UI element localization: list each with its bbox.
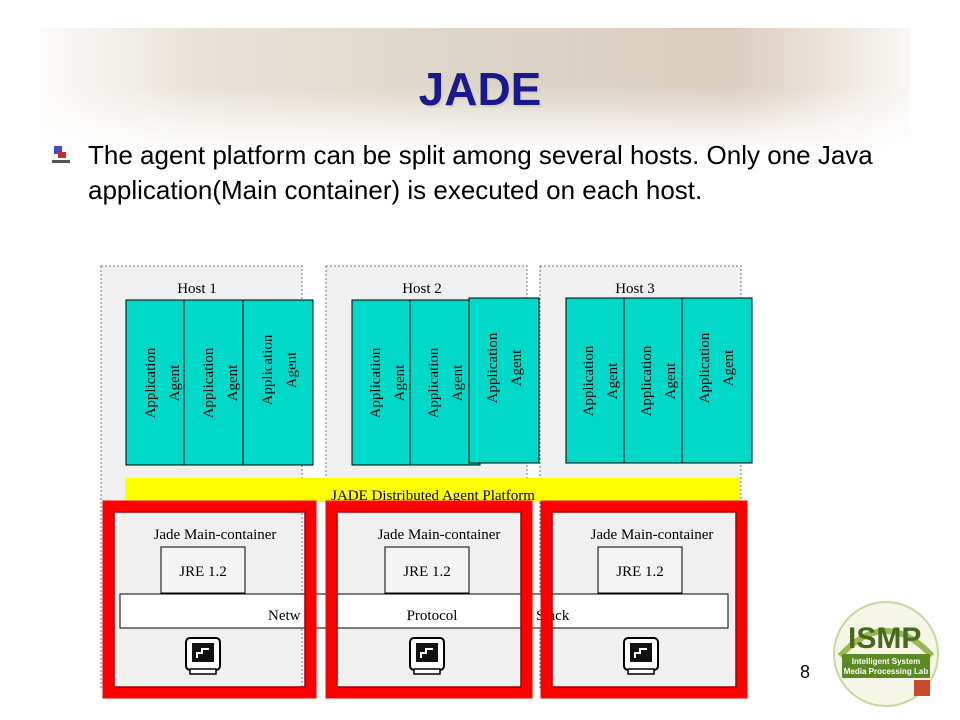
agent-label-line2: Agent: [450, 364, 466, 401]
computer-icon: [623, 637, 659, 675]
agent-label-line1: Application: [426, 347, 442, 418]
agent-box: Application Agent: [681, 297, 753, 464]
agent-label-line1: Application: [485, 332, 501, 403]
agent-label-line2: Agent: [225, 364, 241, 401]
computer-icon: [185, 637, 221, 675]
agent-box: Application Agent: [468, 297, 540, 464]
host-label: Host 3: [615, 281, 655, 297]
jre-label: JRE 1.2: [403, 564, 451, 580]
slide-title: JADE: [418, 63, 542, 115]
network-text-fragment: Netw: [268, 608, 301, 624]
network-protocol-stack-bar: Netw Protocol Stack: [119, 593, 729, 629]
main-container-highlight-1: Jade Main-container JRE 1.2: [102, 500, 317, 699]
main-container-label: Jade Main-container: [154, 527, 277, 543]
bullet-icon: [52, 146, 70, 163]
main-container-highlight-2: Jade Main-container JRE 1.2: [325, 500, 533, 699]
jre-label: JRE 1.2: [179, 564, 227, 580]
agent-label-line2: Agent: [392, 364, 408, 401]
ismp-lab-logo: ISMP Intelligent System Media Processing…: [833, 601, 939, 707]
bullet-text: The agent platform can be split among se…: [88, 140, 873, 205]
page-number: 8: [800, 662, 811, 682]
agent-label-line1: Application: [260, 334, 276, 405]
platform-bar: JADE Distributed Agent Platform: [125, 478, 740, 504]
logo-line-1: Intelligent System: [852, 657, 920, 666]
host-label: Host 2: [402, 281, 442, 297]
computer-icon: [409, 637, 445, 675]
agent-box: Application Agent: [242, 299, 314, 466]
main-container-highlight-3: Jade Main-container JRE 1.2: [540, 500, 748, 699]
agent-label-line1: Application: [639, 345, 655, 416]
agent-label-line2: Agent: [663, 362, 679, 399]
agent-label-line2: Agent: [284, 351, 300, 388]
platform-label: JADE Distributed Agent Platform: [331, 488, 535, 504]
agent-label-line2: Agent: [509, 349, 525, 386]
header-banner: [40, 28, 910, 146]
protocol-text: Protocol: [407, 608, 458, 624]
main-container-label: Jade Main-container: [591, 527, 714, 543]
agent-label-line1: Application: [201, 347, 217, 418]
agent-label-line1: Application: [143, 347, 159, 418]
agent-label-line2: Agent: [721, 349, 737, 386]
agent-label-line1: Application: [697, 332, 713, 403]
host-label: Host 1: [177, 281, 217, 297]
agent-label-line1: Application: [581, 345, 597, 416]
main-container-label: Jade Main-container: [378, 527, 501, 543]
jre-label: JRE 1.2: [616, 564, 664, 580]
agent-label-line1: Application: [368, 347, 384, 418]
agent-label-line2: Agent: [167, 364, 183, 401]
svg-text:ISMP: ISMP: [848, 622, 921, 655]
logo-line-2: Media Processing Lab: [844, 667, 929, 676]
agent-label-line2: Agent: [605, 362, 621, 399]
agent-box: Application Agent: [409, 299, 481, 466]
